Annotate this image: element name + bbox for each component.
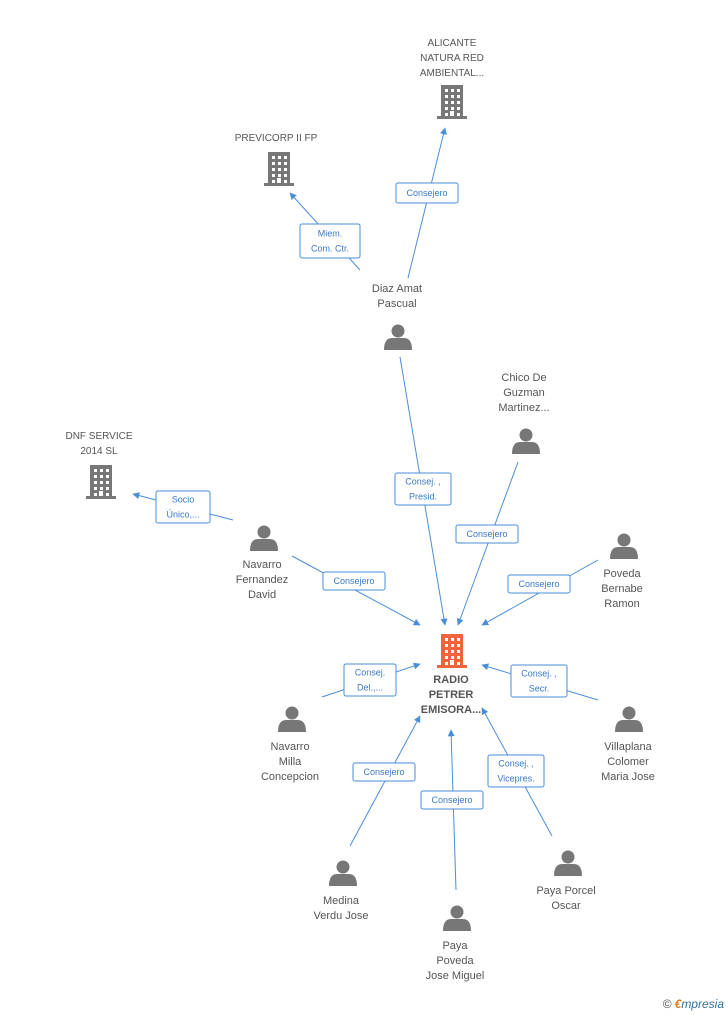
edge-label-text: Consej. (355, 668, 386, 678)
node-label: Jose Miguel (426, 970, 485, 982)
edge-label-text: Único,... (166, 510, 199, 520)
node-label: Chico De (501, 372, 546, 384)
edge-label-e10[interactable]: Consejero (352, 762, 416, 782)
node-label: Paya (442, 940, 468, 952)
edge-label-text: Socio (172, 495, 195, 505)
brand-logo: ©€mpresia (663, 997, 724, 1011)
node-label: Diaz Amat (372, 283, 422, 295)
node-label: Navarro (242, 559, 281, 571)
edge-label-text: Consej. , (521, 669, 557, 679)
edge-label-e4[interactable]: Consejero (455, 524, 519, 544)
brand-e: € (674, 997, 682, 1011)
edge-label-e11[interactable]: Consejero (420, 790, 484, 810)
person-icon (615, 706, 643, 732)
node-label: NATURA RED (420, 53, 484, 64)
node-label: PETRER (429, 689, 474, 701)
node-label: Villaplana (604, 741, 652, 753)
building-icon (264, 152, 294, 186)
node-radio[interactable]: RADIO PETRER EMISORA... (421, 634, 482, 716)
node-label: Colomer (607, 756, 649, 768)
node-label: PREVICORP II FP (235, 133, 318, 144)
edge-line-e11 (447, 729, 457, 891)
node-label: Poveda (436, 955, 474, 967)
edge-label-text: Presid. (409, 492, 437, 502)
person-icon (610, 533, 638, 559)
building-icon (437, 634, 467, 668)
node-dnf[interactable]: DNF SERVICE 2014 SL (65, 431, 133, 499)
edge-label-e5[interactable]: SocioÚnico,... (155, 490, 211, 524)
node-label: ALICANTE (428, 38, 477, 49)
node-label: Bernabe (601, 583, 643, 595)
node-label: Maria Jose (601, 771, 655, 783)
node-label: Milla (279, 756, 302, 768)
person-icon (384, 324, 412, 350)
node-label: Martinez... (498, 402, 549, 414)
edge-label-text: Com. Ctr. (311, 244, 349, 254)
edge-label-e2[interactable]: Miem. Com. Ctr. (299, 223, 361, 259)
edge-label-text: Consejero (333, 576, 374, 586)
node-label: Medina (323, 895, 360, 907)
brand-name: mpresia (681, 997, 724, 1011)
person-icon (250, 525, 278, 551)
edge-label-text: Consej. , (405, 477, 441, 487)
node-label: AMBIENTAL... (420, 68, 484, 79)
person-icon (512, 428, 540, 454)
node-label: 2014 SL (80, 446, 118, 457)
person-icon (278, 706, 306, 732)
node-label: Oscar (551, 900, 581, 912)
node-label: DNF SERVICE (65, 431, 132, 442)
node-label: Ramon (604, 598, 639, 610)
node-label: Concepcion (261, 771, 319, 783)
node-label: Verdu Jose (313, 910, 368, 922)
edge-label-text: Vicepres. (497, 774, 534, 784)
edge-label-e12[interactable]: Consej. , Vicepres. (487, 754, 545, 788)
edge-label-text: Del.,... (357, 683, 383, 693)
person-icon (443, 905, 471, 931)
edge-label-text: Miem. (318, 229, 343, 239)
node-label: Pascual (377, 298, 416, 310)
edge-label-text: Consej. , (498, 759, 534, 769)
node-label: Paya Porcel (536, 885, 595, 897)
node-alicante[interactable]: ALICANTE NATURA RED AMBIENTAL... (420, 38, 484, 119)
edge-label-text: Consejero (363, 767, 404, 777)
edge-label-text: Consejero (466, 529, 507, 539)
node-previcorp[interactable]: PREVICORP II FP (235, 133, 318, 186)
edge-label-e7[interactable]: Consejero (507, 574, 571, 594)
node-chico[interactable]: Chico De GuzmanMartinez... (498, 372, 550, 454)
edge-label-text: Secr. (529, 684, 550, 694)
node-label: Poveda (603, 568, 641, 580)
node-label: RADIO (433, 674, 469, 686)
person-icon (554, 850, 582, 876)
node-label: Guzman (503, 387, 545, 399)
building-icon (437, 85, 467, 119)
edge-label-text: Consejero (518, 579, 559, 589)
node-label: EMISORA... (421, 704, 482, 716)
edge-label-e1[interactable]: Consejero (395, 182, 459, 204)
node-label: David (248, 589, 276, 601)
edge-label-e6[interactable]: Consejero (322, 571, 386, 591)
node-label: Navarro (270, 741, 309, 753)
person-icon (329, 860, 357, 886)
edge-label-text: Consejero (406, 188, 447, 198)
edge-label-e8[interactable]: Consej. Del.,... (343, 663, 397, 697)
building-icon (86, 465, 116, 499)
edge-label-text: Consejero (431, 795, 472, 805)
node-label: Fernandez (236, 574, 289, 586)
copyright-symbol: © (662, 997, 672, 1011)
edge-label-e3[interactable]: Consej. , Presid. (394, 472, 452, 506)
edge-label-e9[interactable]: Consej. , Secr. (510, 664, 568, 698)
